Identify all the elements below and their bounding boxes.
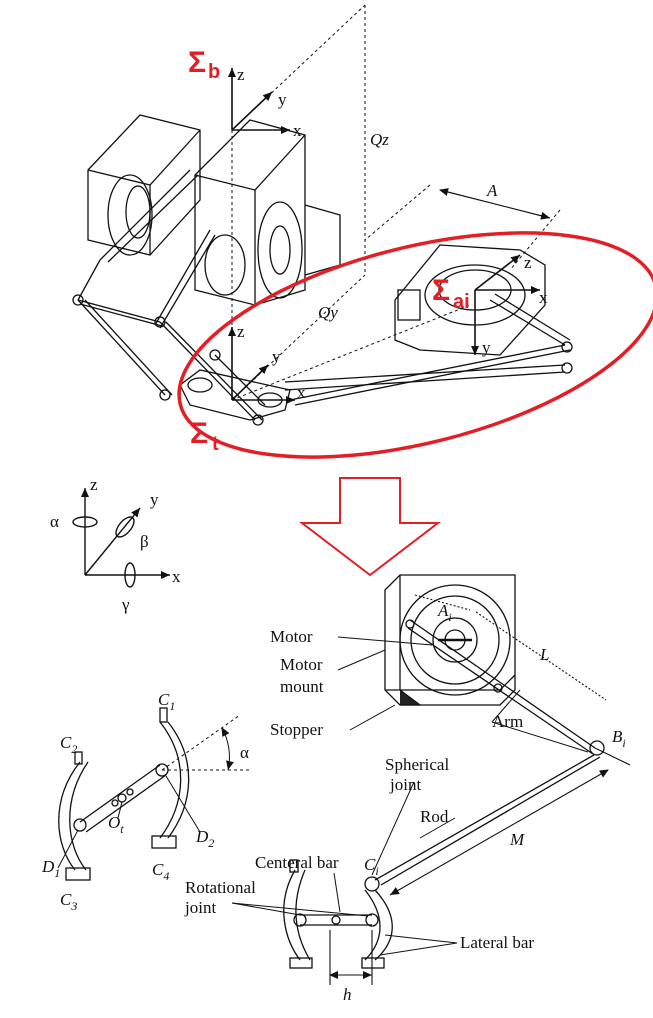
label-c1: C1	[158, 690, 175, 713]
base-frame-sigma: Σ	[188, 46, 206, 79]
label-dim-h: h	[343, 985, 352, 1004]
robot-3d-illustration	[72, 4, 573, 426]
label-lateral-bar: Lateral bar	[460, 933, 534, 952]
base-frame-x: x	[293, 121, 302, 140]
callout-leaders	[231, 636, 589, 956]
arm-frame-y: y	[482, 338, 491, 357]
label-spherical-line2: joint	[389, 775, 421, 794]
label-d2: D2	[195, 827, 214, 850]
label-rod: Rod	[420, 807, 449, 826]
label-c-i: Ci	[364, 855, 379, 878]
arm-frame-sigma: Σ	[432, 274, 450, 307]
lateral-bar-assembly	[283, 859, 393, 969]
label-arm: Arm	[492, 712, 523, 731]
base-frame-sub: b	[208, 61, 220, 83]
label-motor-mount-line2: mount	[280, 677, 324, 696]
dim-a-arrow	[439, 188, 551, 220]
tool-frame-sub: t	[212, 433, 219, 455]
legend-beta: β	[140, 532, 149, 551]
label-central-bar: Centeral bar	[255, 853, 339, 872]
legend-gamma: γ	[121, 595, 130, 614]
down-arrow-icon	[299, 477, 441, 577]
label-motor-mount-line1: Motor	[280, 655, 323, 674]
base-frame-z: z	[237, 65, 245, 84]
label-dim-l: L	[539, 645, 549, 664]
motor-housing-left	[87, 114, 201, 256]
alpha-angle-indicator	[161, 714, 250, 771]
motor-housing-right	[194, 119, 341, 306]
platform-top-view	[58, 707, 190, 881]
platform-leaders	[57, 775, 201, 869]
label-c2: C2	[60, 733, 77, 756]
rotation-axes-legend	[72, 488, 170, 588]
dim-qz: Qz	[370, 130, 389, 149]
dimension-lines	[329, 594, 631, 985]
arm-linkages	[72, 169, 266, 426]
dim-a: A	[486, 181, 498, 200]
label-c3: C3	[60, 890, 77, 913]
dim-qy: Qy	[318, 303, 338, 322]
frame-arm	[471, 254, 540, 355]
label-spherical-line1: Spherical	[385, 755, 449, 774]
base-frame-y: y	[278, 90, 287, 109]
legend-y: y	[150, 490, 159, 509]
label-rotational-line2: joint	[184, 898, 216, 917]
tool-frame-y: y	[272, 347, 281, 366]
label-stopper: Stopper	[270, 720, 323, 739]
tool-frame-x: x	[297, 383, 306, 402]
label-d1: D1	[41, 857, 60, 880]
arm-frame-x: x	[539, 288, 548, 307]
frame-tool	[228, 327, 295, 404]
label-motor: Motor	[270, 627, 313, 646]
legend-z: z	[90, 475, 98, 494]
frame-base	[228, 68, 290, 134]
label-dim-m: M	[509, 830, 525, 849]
label-b-i: Bi	[612, 727, 626, 750]
tool-frame-z: z	[237, 322, 245, 341]
legend-x: x	[172, 567, 181, 586]
long-arm-right	[284, 293, 573, 406]
label-c4: C4	[152, 860, 169, 883]
label-a-i: Ai	[437, 601, 452, 624]
highlight-ellipse	[177, 231, 653, 459]
actuator-module-right	[394, 244, 546, 356]
label-ot: Ot	[108, 813, 124, 836]
arm-frame-z: z	[524, 253, 532, 272]
legend-alpha: α	[50, 512, 59, 531]
label-rotational-line1: Rotational	[185, 878, 256, 897]
motor-module-detail	[384, 574, 516, 706]
label-alpha: α	[240, 743, 249, 762]
arm-frame-sub: ai	[453, 291, 470, 313]
tool-platform	[179, 369, 291, 421]
